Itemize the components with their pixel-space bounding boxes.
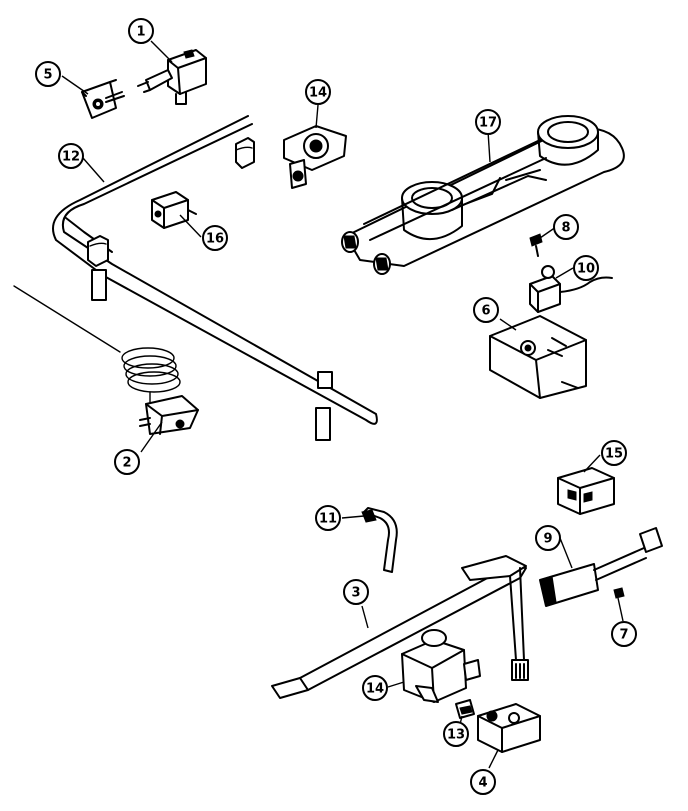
callout-11: 11 (315, 505, 341, 531)
part-14-bottom-regulator (401, 629, 481, 703)
callout-12: 12 (58, 143, 84, 169)
part-14-top-holder (283, 125, 347, 189)
part-9-harness (539, 527, 663, 607)
callout-7: 7 (611, 621, 637, 647)
callout-10: 10 (573, 255, 599, 281)
callout-4: 4 (470, 769, 496, 795)
callout-3: 3 (343, 579, 369, 605)
callout-15: 15 (601, 440, 627, 466)
part-4-valve-base (477, 703, 541, 753)
callout-16: 16 (202, 225, 228, 251)
part-12-rail (52, 115, 378, 441)
callout-5: 5 (35, 61, 61, 87)
svg-text:16: 16 (206, 232, 224, 247)
svg-text:1: 1 (136, 25, 145, 40)
svg-text:9: 9 (543, 532, 552, 547)
part-8-screw (529, 233, 543, 257)
svg-text:14: 14 (366, 682, 384, 697)
callout-1: 1 (128, 18, 154, 44)
part-3-manifold (271, 555, 529, 699)
part-10-igniter (529, 265, 613, 313)
callout-13: 13 (443, 721, 469, 747)
svg-text:3: 3 (351, 586, 360, 601)
part-15-switch (557, 467, 615, 515)
svg-text:15: 15 (605, 447, 623, 462)
callout-14-top: 14 (305, 79, 331, 105)
part-6-bracket (489, 315, 587, 399)
svg-text:13: 13 (447, 728, 465, 743)
part-1-valve (137, 49, 207, 105)
svg-text:10: 10 (577, 262, 595, 277)
svg-text:7: 7 (619, 628, 628, 643)
part-16-connector (151, 191, 197, 229)
svg-text:14: 14 (309, 86, 327, 101)
svg-text:11: 11 (319, 512, 337, 527)
part-13-fitting (455, 699, 475, 719)
part-5-bracket (81, 79, 125, 119)
part-17-burner (341, 115, 625, 275)
svg-text:6: 6 (481, 304, 490, 319)
callout-8: 8 (553, 214, 579, 240)
leader-lines (61, 40, 624, 769)
part-11-fitting (361, 507, 398, 573)
svg-text:2: 2 (122, 456, 131, 471)
callout-6: 6 (473, 297, 499, 323)
svg-text:17: 17 (479, 116, 497, 131)
callout-2: 2 (114, 449, 140, 475)
svg-text:12: 12 (62, 150, 80, 165)
svg-text:8: 8 (561, 221, 570, 236)
part-2-thermostat (13, 285, 199, 435)
callout-14-bottom: 14 (362, 675, 388, 701)
part-7-screw (613, 587, 625, 599)
callout-17: 17 (475, 109, 501, 135)
svg-text:5: 5 (43, 68, 52, 83)
svg-text:4: 4 (478, 776, 487, 791)
callout-9: 9 (535, 525, 561, 551)
